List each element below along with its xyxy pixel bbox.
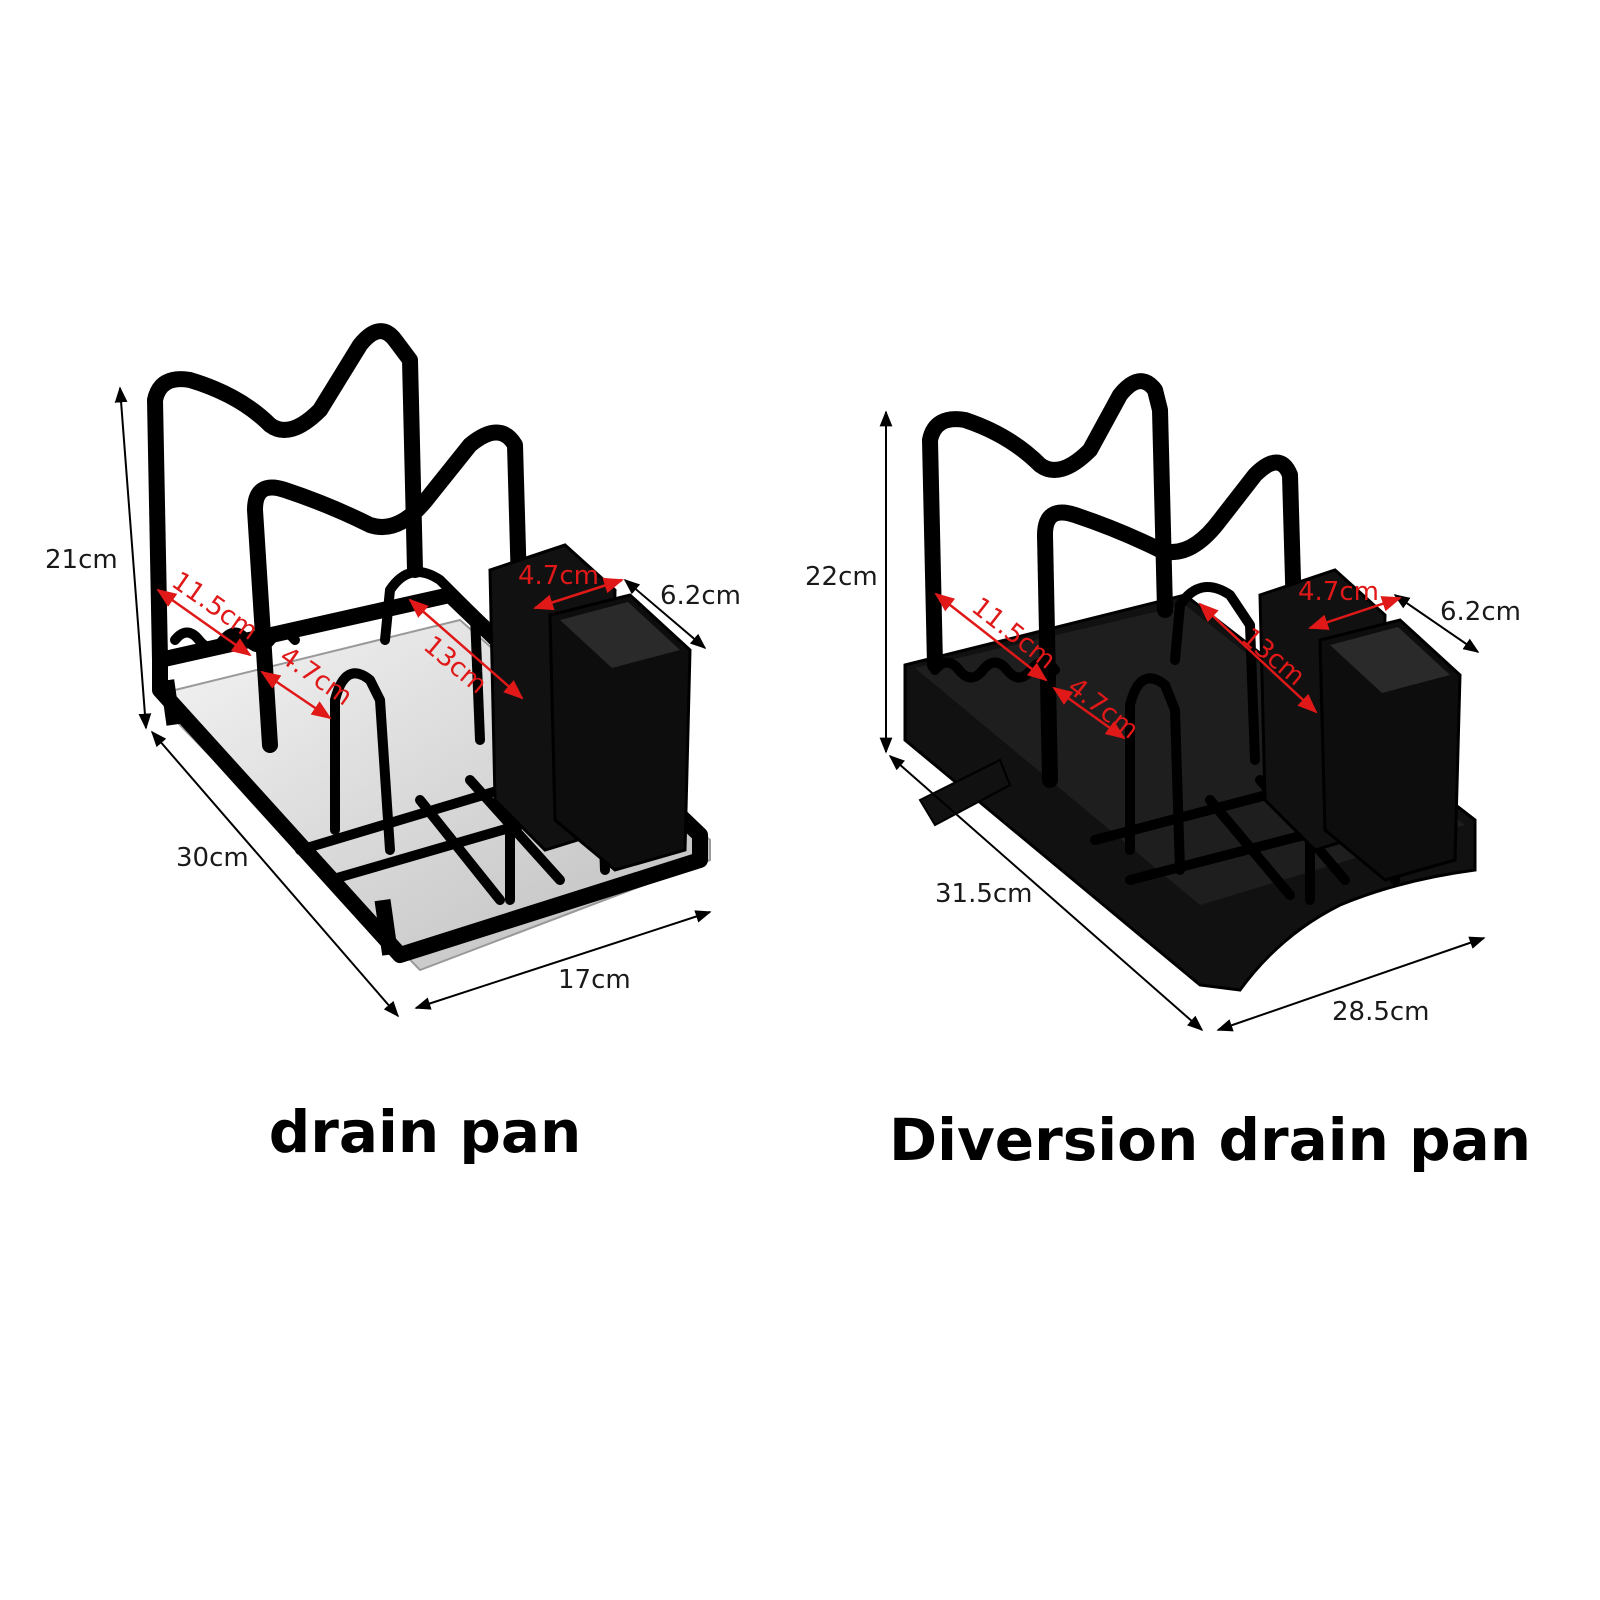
right-rack-grid [1090, 755, 1445, 900]
left-height-label: 21cm [45, 545, 118, 575]
right-width-label: 28.5cm [1332, 997, 1430, 1027]
right-front-board-holder [1037, 454, 1303, 788]
right-back-board-holder [922, 373, 1173, 673]
right-caption: Diversion drain pan [889, 1106, 1531, 1174]
right-height-label: 22cm [805, 562, 878, 592]
left-width-label: 17cm [558, 965, 631, 995]
left-cup-width-label: 4.7cm [518, 561, 599, 591]
left-plate-arch-1 [330, 668, 395, 855]
right-plate-arch-1 [1125, 673, 1185, 875]
left-rack-grid [295, 755, 645, 905]
left-cup-depth-label: 6.2cm [660, 581, 741, 611]
right-plate-arch-2 [1170, 582, 1260, 765]
right-length-label: 31.5cm [935, 879, 1033, 909]
right-cup-depth-label: 6.2cm [1440, 597, 1521, 627]
left-front-board-holder [247, 424, 528, 753]
left-length-label: 30cm [176, 843, 249, 873]
right-cup-width-label: 4.7cm [1298, 577, 1379, 607]
left-caption: drain pan [269, 1098, 582, 1166]
left-plate-arch-2 [380, 567, 485, 745]
left-back-board-holder [147, 323, 423, 668]
